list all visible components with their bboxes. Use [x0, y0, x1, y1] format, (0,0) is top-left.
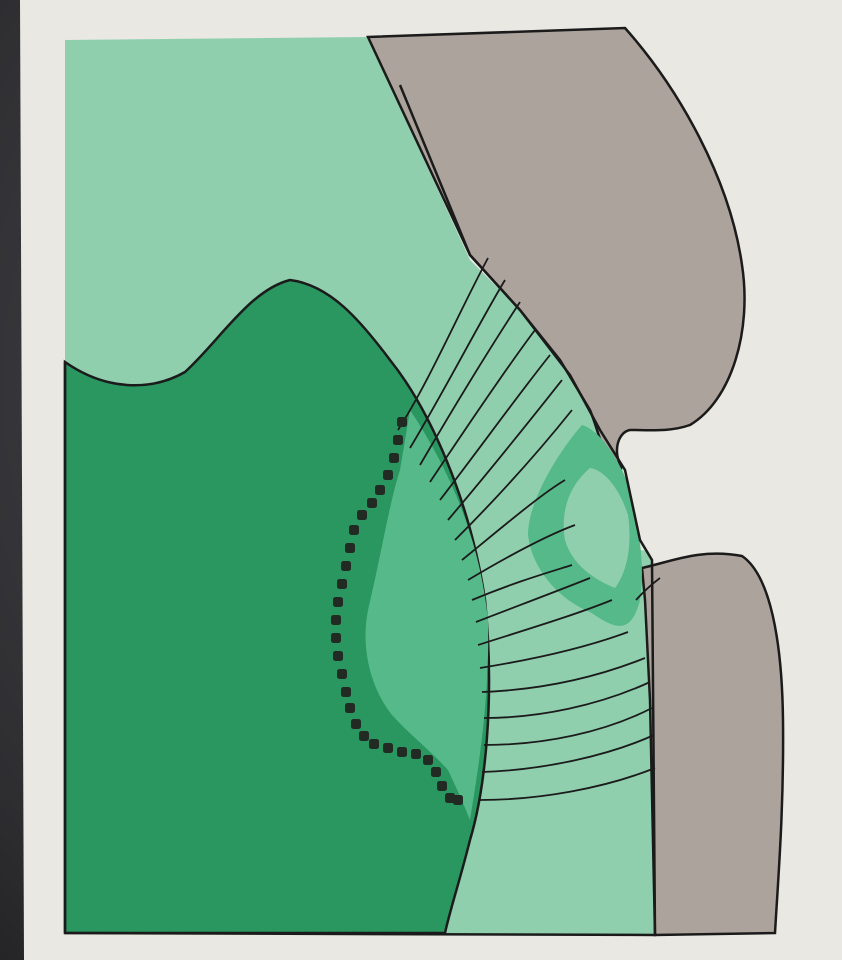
dotted-line-dash [337, 669, 347, 679]
dotted-line-dash [423, 755, 433, 765]
dotted-line-dash [453, 795, 463, 805]
dotted-line-dash [383, 743, 393, 753]
dotted-line-dash [341, 687, 351, 697]
dotted-line-dash [333, 651, 343, 661]
dotted-line-dash [383, 470, 393, 480]
dotted-line-dash [431, 767, 441, 777]
dotted-line-dash [331, 633, 341, 643]
dotted-line-dash [389, 453, 399, 463]
dotted-line-dash [397, 417, 407, 427]
dotted-line-dash [345, 703, 355, 713]
dotted-line-dash [333, 597, 343, 607]
dotted-line-dash [357, 510, 367, 520]
dotted-line-dash [393, 435, 403, 445]
dotted-line-dash [411, 749, 421, 759]
dotted-line-dash [351, 719, 361, 729]
dotted-line-dash [367, 498, 377, 508]
dotted-line-dash [375, 485, 385, 495]
dotted-line-dash [331, 615, 341, 625]
dotted-line-dash [397, 747, 407, 757]
dotted-line-dash [369, 739, 379, 749]
dotted-line-dash [337, 579, 347, 589]
dotted-line-dash [341, 561, 351, 571]
lower-gray-structure [642, 554, 783, 935]
dotted-line-dash [437, 781, 447, 791]
dotted-line-dash [349, 525, 359, 535]
dotted-line-dash [359, 731, 369, 741]
dotted-line-dash [345, 543, 355, 553]
